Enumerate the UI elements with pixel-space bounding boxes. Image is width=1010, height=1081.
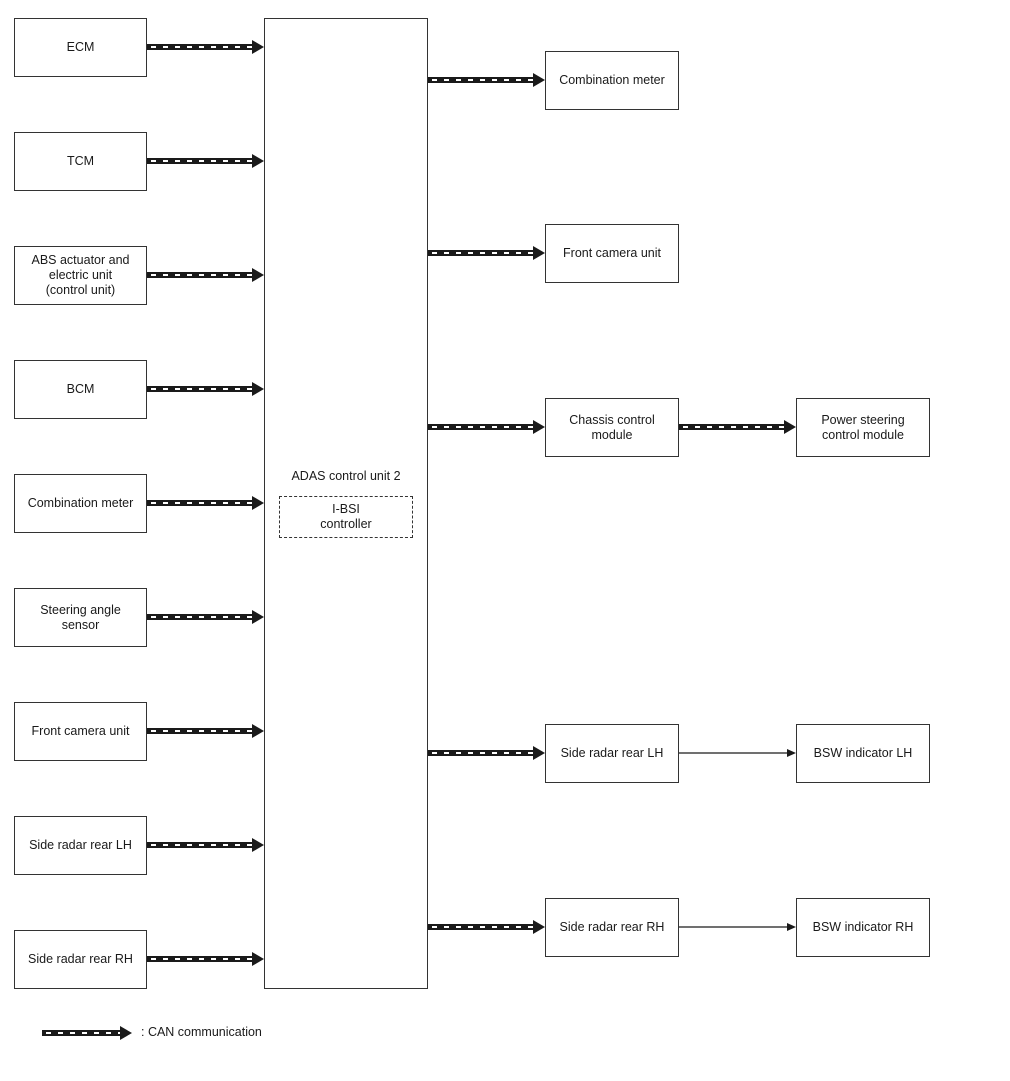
output-side-radar-rear-rh-label: Side radar rear RH [559,920,665,934]
input-steering-angle-sensor: Steering angle sensor [14,588,147,647]
adas-control-unit [264,18,428,989]
input-side-radar-rear-rh: Side radar rear RH [14,930,147,989]
output-side-radar-rear-rh: Side radar rear RH [545,898,679,957]
can-link-input-5 [147,610,264,624]
can-link-input-0 [147,40,264,54]
input-front-camera-unit: Front camera unit [14,702,147,761]
wire-link-radar-lh-to-bsw-lh [679,749,796,757]
can-link-chassis-to-power-steering [679,420,796,434]
can-link-input-1 [147,154,264,168]
output-front-camera-unit: Front camera unit [545,224,679,283]
legend-can-communication-label: : CAN communication [141,1025,262,1039]
input-combination-meter-label: Combination meter [27,496,134,510]
can-link-output-3 [428,746,545,760]
i-bsi-controller: I-BSI controller [279,496,413,538]
input-tcm-label: TCM [66,154,95,168]
adas-control-unit-label: ADAS control unit 2 [291,469,401,483]
output-side-radar-rear-lh: Side radar rear LH [545,724,679,783]
input-side-radar-rear-rh-label: Side radar rear RH [28,952,133,966]
can-link-input-2 [147,268,264,282]
input-abs-actuator: ABS actuator and electric unit (control … [14,246,147,305]
input-side-radar-rear-lh-label: Side radar rear LH [29,838,132,852]
output-chassis-control-module: Chassis control module [545,398,679,457]
wire-link-radar-rh-to-bsw-rh [679,923,796,931]
downstream-bsw-indicator-lh: BSW indicator LH [796,724,930,783]
downstream-bsw-indicator-rh-label: BSW indicator RH [812,920,914,934]
input-tcm: TCM [14,132,147,191]
can-link-input-4 [147,496,264,510]
output-combination-meter-label: Combination meter [559,73,665,87]
i-bsi-controller-label: I-BSI controller [320,502,372,531]
output-front-camera-unit-label: Front camera unit [563,246,661,260]
can-link-output-0 [428,73,545,87]
downstream-bsw-indicator-rh: BSW indicator RH [796,898,930,957]
input-abs-actuator-label: ABS actuator and electric unit (control … [31,253,130,297]
can-link-output-2 [428,420,545,434]
output-combination-meter: Combination meter [545,51,679,110]
legend-can-line-sample [42,1026,132,1040]
can-link-input-8 [147,952,264,966]
output-side-radar-rear-lh-label: Side radar rear LH [560,746,664,760]
input-side-radar-rear-lh: Side radar rear LH [14,816,147,875]
can-link-input-7 [147,838,264,852]
can-link-input-6 [147,724,264,738]
can-link-output-1 [428,246,545,260]
input-bcm: BCM [14,360,147,419]
downstream-power-steering-label: Power steering control module [821,412,905,442]
can-link-input-3 [147,382,264,396]
input-combination-meter: Combination meter [14,474,147,533]
downstream-power-steering-control-module: Power steering control module [796,398,930,457]
output-chassis-control-module-label: Chassis control module [569,412,655,442]
input-bcm-label: BCM [66,382,95,396]
input-front-camera-unit-label: Front camera unit [31,724,130,738]
input-ecm: ECM [14,18,147,77]
input-ecm-label: ECM [66,40,95,54]
can-link-output-4 [428,920,545,934]
downstream-bsw-indicator-lh-label: BSW indicator LH [813,746,913,760]
input-steering-angle-sensor-label: Steering angle sensor [40,602,121,632]
